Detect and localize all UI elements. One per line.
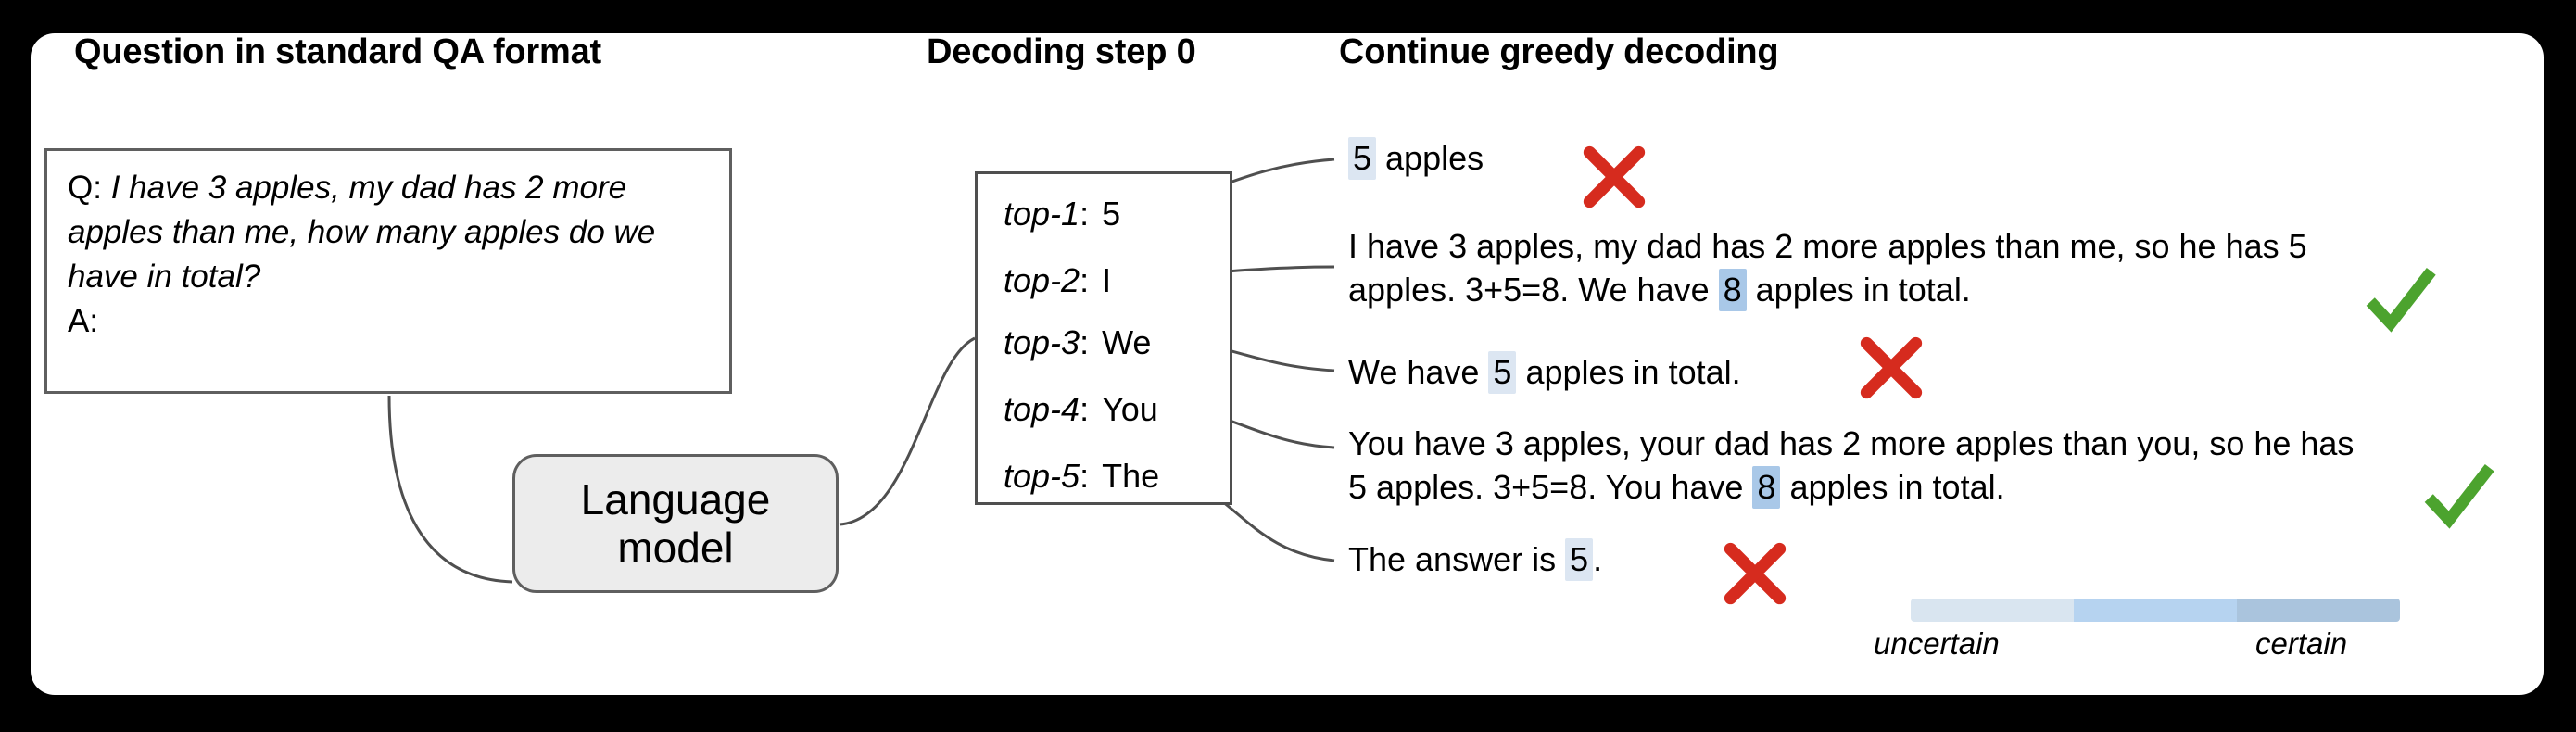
lm-label-line2: model [617,524,734,572]
continuation-text: You have 3 apples, your dad has 2 more a… [1348,422,2377,509]
legend-label-certain: certain [2255,626,2348,661]
topk-row: top-2: I [1004,261,1111,300]
topk-separator: : [1080,457,1090,495]
check-icon [2366,267,2436,333]
legend-swatch-high [2237,599,2400,622]
topk-separator: : [1080,323,1090,361]
continuation-segment: You have 3 apples, your dad has 2 more a… [1348,424,2355,506]
topk-row: top-5: The [1004,457,1159,496]
qa-prompt-text: Q: I have 3 apples, my dad has 2 more ap… [68,166,727,344]
token-highlight-certain: 8 [1752,466,1781,509]
topk-separator: : [1080,390,1090,428]
topk-token: You [1102,390,1158,428]
topk-rank-label: top-5 [1004,457,1080,495]
continuation-segment: apples [1376,139,1484,177]
cross-icon [1583,145,1646,208]
cross-icon [1860,336,1923,399]
topk-row: top-1:5 [1004,195,1120,233]
heading-question-format: Question in standard QA format [74,32,601,71]
topk-token: I [1102,261,1112,299]
continuation-segment: The answer is [1348,540,1566,578]
continuation-text: We have 5 apples in total. [1348,350,1904,394]
topk-token: We [1102,323,1152,361]
topk-token: The [1102,457,1160,495]
legend-swatch-mid [2074,599,2237,622]
continuation-segment: . [1593,540,1603,578]
continuation-segment: We have [1348,353,1489,391]
continuation-segment: apples in total. [1780,468,2005,506]
topk-separator: : [1080,261,1090,299]
continuation-text: I have 3 apples, my dad has 2 more apple… [1348,224,2381,311]
topk-separator: : [1080,195,1090,233]
legend-swatch-low [1911,599,2074,622]
topk-row: top-3: We [1004,323,1151,362]
legend-label-uncertain: uncertain [1874,626,2000,661]
heading-continue-greedy-decoding: Continue greedy decoding [1339,32,1779,71]
topk-row: top-4: You [1004,390,1158,429]
continuation-segment: apples in total. [1516,353,1741,391]
continuation-text: The answer is 5. [1348,537,1765,581]
continuation-text: 5 apples [1348,136,1747,180]
confidence-legend-bar [1911,599,2400,622]
topk-rank-label: top-2 [1004,261,1080,299]
heading-decoding-step: Decoding step 0 [927,32,1196,71]
continuation-segment: I have 3 apples, my dad has 2 more apple… [1348,227,2307,309]
token-highlight-certain: 8 [1718,269,1747,311]
topk-token: 5 [1102,195,1121,233]
continuation-segment: apples in total. [1746,271,1971,309]
topk-rank-label: top-3 [1004,323,1080,361]
language-model-label: Language model [581,475,771,572]
token-highlight-uncertain: 5 [1348,137,1377,180]
cross-icon [1724,542,1787,605]
qa-question-text: I have 3 apples, my dad has 2 more apple… [68,170,656,295]
language-model-node[interactable]: Language model [512,454,839,593]
lm-label-line1: Language [580,475,771,524]
token-highlight-uncertain: 5 [1488,351,1517,394]
qa-prompt-box: Q: I have 3 apples, my dad has 2 more ap… [44,148,732,394]
qa-q-label: Q: [68,170,102,206]
qa-a-label: A: [68,303,99,339]
topk-rank-label: top-4 [1004,390,1080,428]
topk-rank-label: top-1 [1004,195,1080,233]
token-highlight-uncertain: 5 [1565,538,1594,581]
check-icon [2424,463,2494,529]
topk-candidates-box: top-1:5 top-2:I top-3:We top-4:You top-5… [975,171,1232,505]
